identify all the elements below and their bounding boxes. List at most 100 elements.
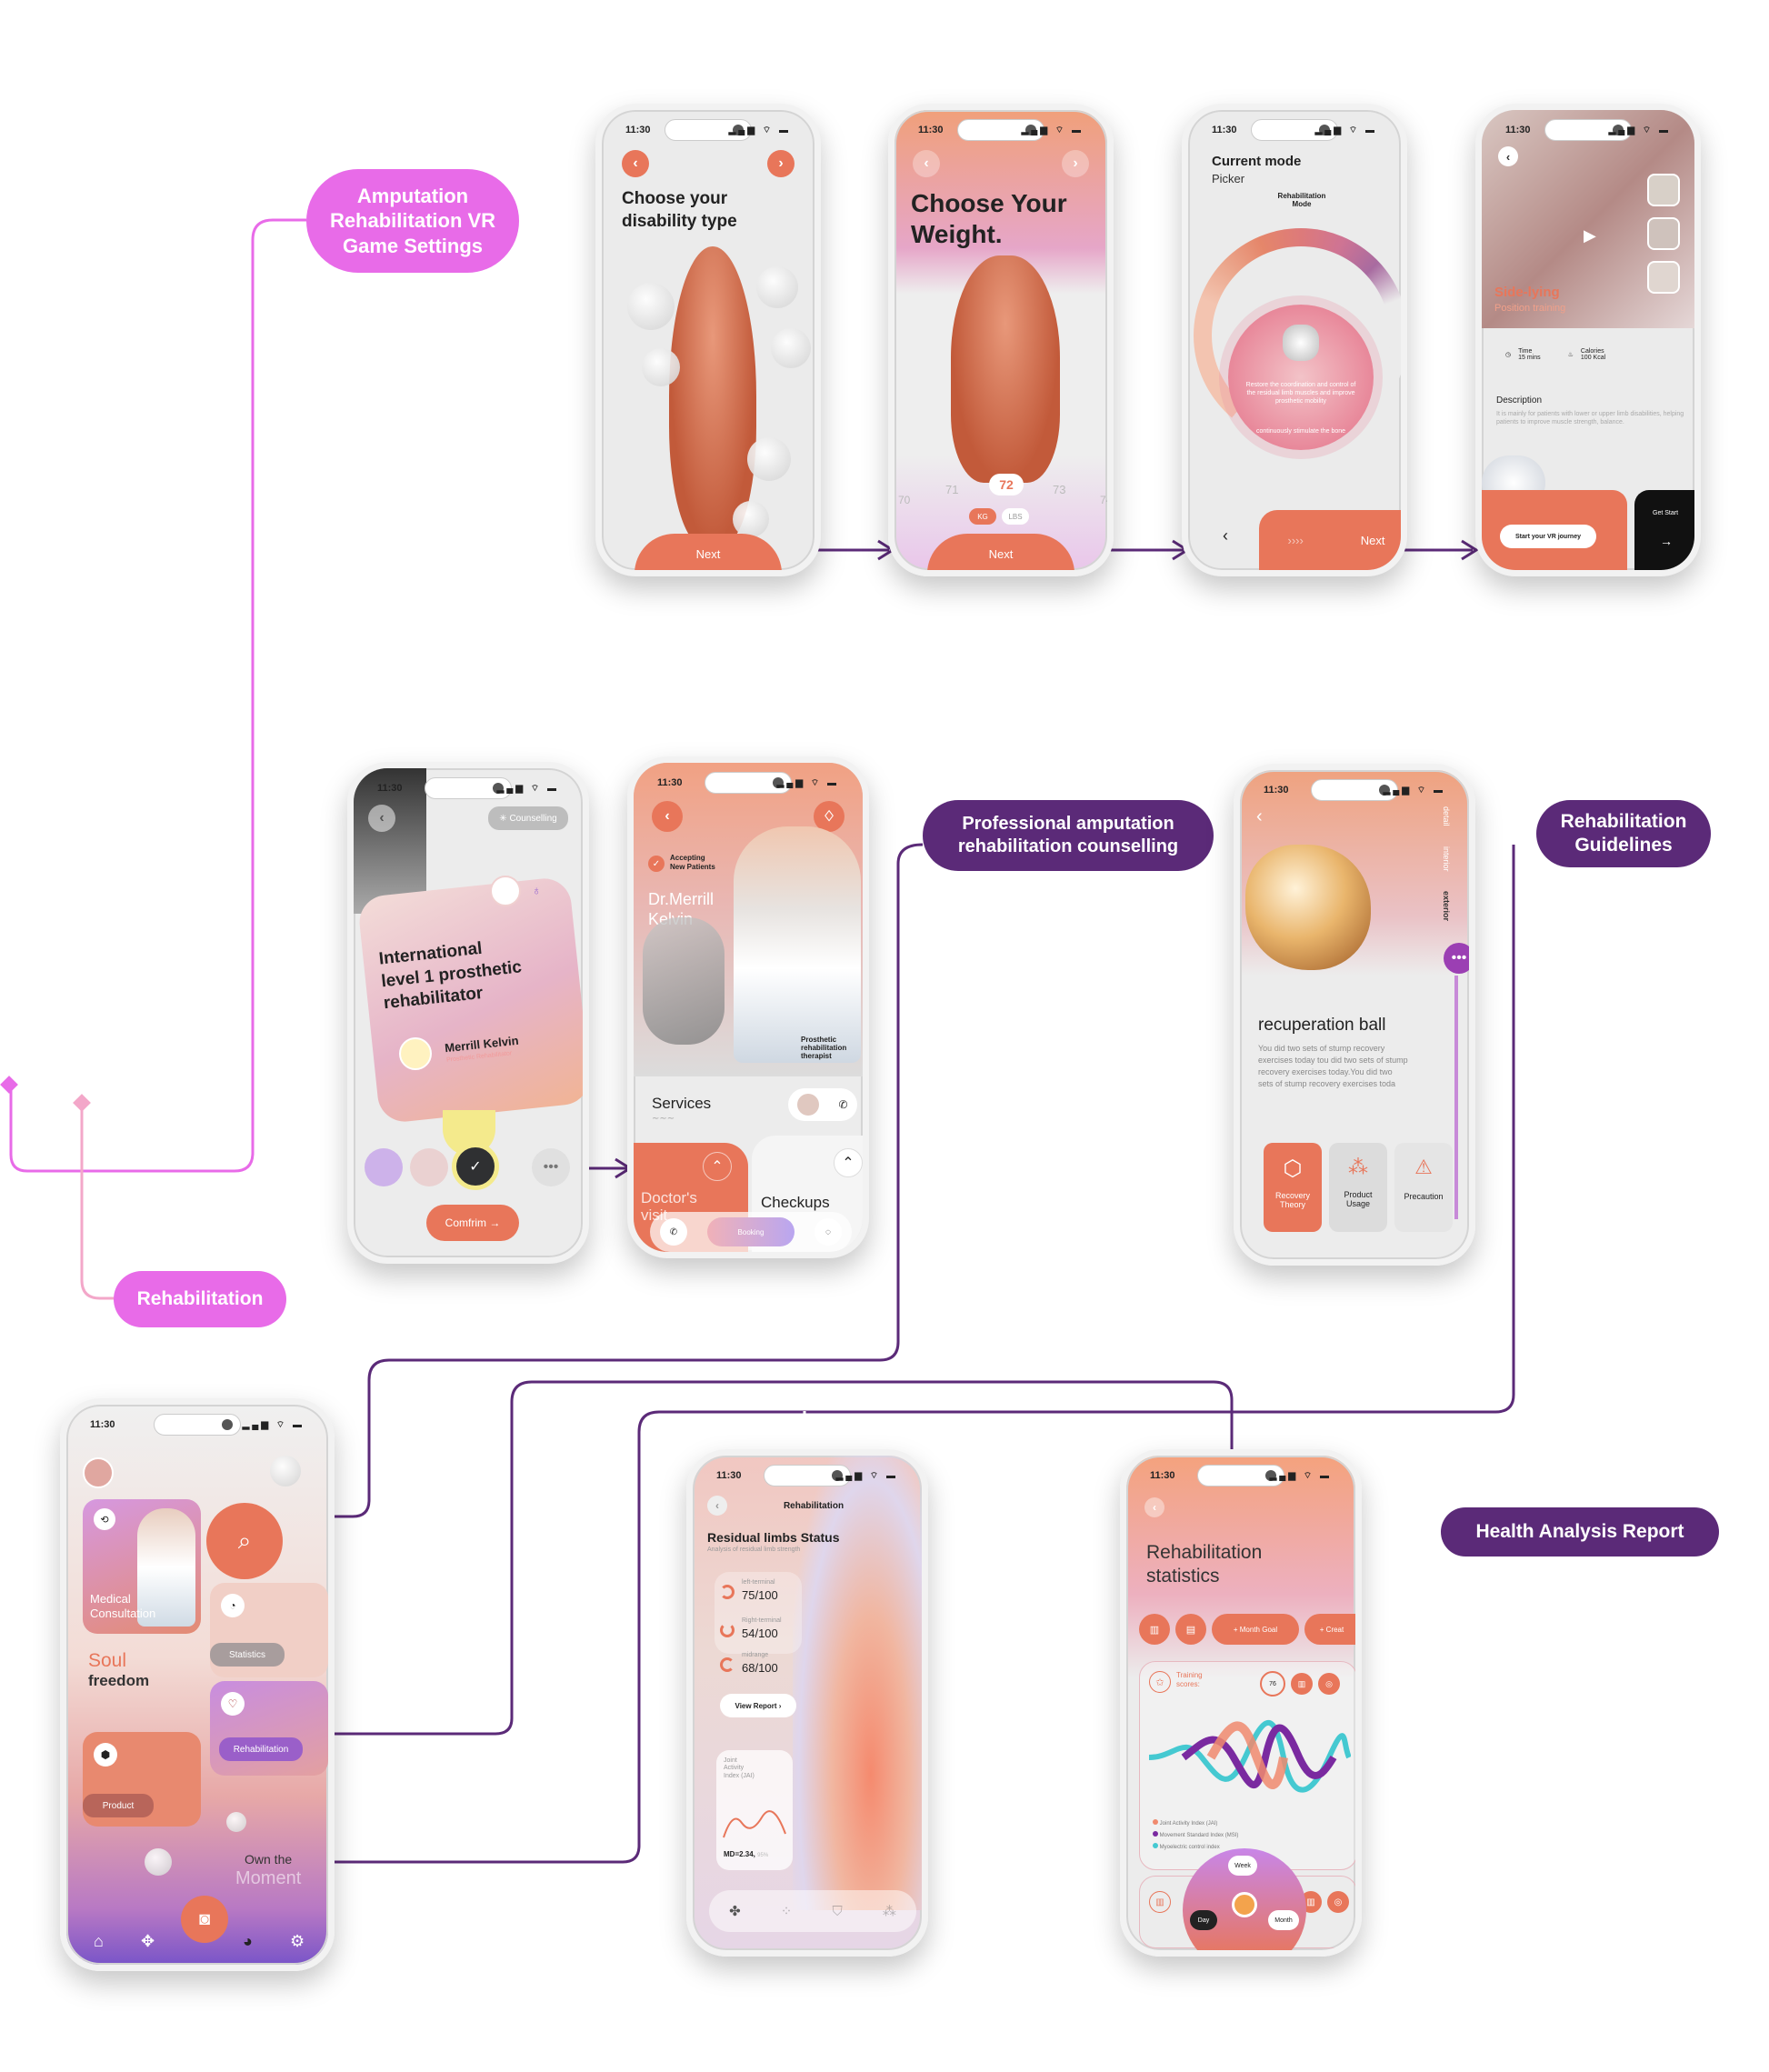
product-tag[interactable]: Product (83, 1794, 154, 1817)
recovery-theory-card[interactable]: ⬡ Recovery Theory (1264, 1143, 1322, 1232)
counselling-badge[interactable]: ✳ Counselling (488, 806, 568, 830)
create-button[interactable]: + Creat (1304, 1614, 1355, 1645)
back-button[interactable]: ‹ (368, 805, 395, 832)
play-icon[interactable]: ▶ (1584, 226, 1596, 245)
back-button[interactable]: ‹ (1144, 1497, 1164, 1517)
thumbnail[interactable] (1647, 261, 1680, 294)
gear-icon[interactable]: ⚙ (290, 1932, 305, 1950)
back-button[interactable]: ‹ (913, 150, 940, 177)
unit-lbs[interactable]: LBS (1002, 508, 1029, 525)
joint-bubble[interactable] (756, 266, 798, 308)
avatar[interactable] (83, 1457, 114, 1488)
weight-selected[interactable]: 72 (989, 474, 1024, 495)
chart-icon[interactable]: ◕ (243, 1932, 253, 1950)
more-doctors-button[interactable]: ••• (532, 1148, 570, 1186)
apps-icon[interactable]: ✤ (729, 1904, 741, 1919)
doctor-avatar-selected[interactable]: ✓ (452, 1143, 499, 1190)
get-start-button[interactable]: Get Start → (1634, 490, 1694, 570)
notification-button[interactable]: ♢ (814, 801, 845, 832)
product-usage-card[interactable]: ⁂ Product Usage (1329, 1143, 1387, 1232)
period-day[interactable]: Day (1190, 1910, 1217, 1930)
back-button[interactable]: ‹ (1498, 146, 1518, 166)
home-icon[interactable]: ⌂ (94, 1932, 104, 1950)
chart-icon[interactable]: ▥ (1149, 1891, 1171, 1913)
target-icon[interactable]: ◎ (1327, 1891, 1349, 1913)
group-icon[interactable]: ⁂ (882, 1904, 896, 1919)
joint-bubble[interactable] (733, 501, 769, 537)
notch (1311, 779, 1398, 801)
forward-button[interactable]: › (767, 150, 795, 177)
more-options-button[interactable]: ••• (1444, 943, 1469, 974)
shield-icon[interactable]: ⛉ (832, 1903, 843, 1919)
booking-button[interactable]: Booking (707, 1217, 795, 1246)
tab-interior[interactable]: interior (1442, 846, 1451, 872)
contact-toggle[interactable]: ✆ (788, 1088, 857, 1121)
chat-icon[interactable]: ◌ (815, 1218, 842, 1246)
medal-icon: ♁ (532, 883, 542, 897)
month-goal-button[interactable]: + Month Goal (1212, 1614, 1299, 1645)
precaution-card[interactable]: ⚠ Precaution (1394, 1143, 1453, 1232)
bottom-action-bar: ✆ Booking ◌ (650, 1212, 852, 1252)
next-button[interactable]: ›››› Next (1259, 510, 1401, 570)
thumbnail[interactable] (1647, 174, 1680, 206)
back-chevron[interactable]: ‹ (1256, 806, 1263, 826)
weight-option[interactable]: 74 (1100, 494, 1113, 506)
chart-icon[interactable]: ▥ (1139, 1614, 1170, 1645)
back-chevron[interactable]: ‹ (1223, 526, 1228, 545)
period-month[interactable]: Month (1268, 1910, 1299, 1930)
search-button[interactable]: ⌕ (206, 1503, 283, 1579)
description-title: Description (1496, 395, 1543, 405)
decor-bubble (270, 1456, 301, 1486)
chevron-up-icon[interactable]: ⌃ (834, 1148, 863, 1177)
jai-card[interactable]: Joint Activity Index (JAI) MD=2.34, 95% (716, 1750, 793, 1870)
target-icon[interactable]: ◎ (1318, 1673, 1340, 1695)
check-icon: ✓ (469, 1159, 482, 1175)
training-label: Training scores: (1176, 1671, 1203, 1688)
weight-option[interactable]: 70 (898, 494, 911, 506)
back-button[interactable]: ‹ (622, 150, 649, 177)
thumbnail[interactable] (1647, 217, 1680, 250)
joint-bubble[interactable] (642, 348, 680, 386)
phone-icon[interactable]: ✆ (660, 1218, 687, 1246)
statistics-card[interactable]: ◔ Statistics (210, 1583, 328, 1677)
view-report-button[interactable]: View Report › (720, 1694, 796, 1717)
period-selector[interactable]: Week Day Month (1183, 1848, 1306, 1950)
warning-icon: ⚠ (1414, 1156, 1433, 1178)
weight-option[interactable]: 73 (1053, 483, 1066, 496)
doctor-avatar[interactable] (365, 1148, 403, 1186)
module-icon[interactable]: ⁘ (780, 1904, 793, 1919)
forward-button[interactable]: › (1062, 150, 1089, 177)
statistics-tag[interactable]: Statistics (210, 1643, 285, 1667)
progress-ring-icon (720, 1585, 735, 1599)
medical-consultation-card[interactable]: ⟲ Medical Consultation (83, 1499, 201, 1634)
product-card[interactable]: ⬢ Product (83, 1732, 201, 1827)
bell-icon: ♢ (822, 809, 836, 825)
page-title: Rehabilitation statistics (1146, 1542, 1263, 1587)
rehabilitation-tag[interactable]: Rehabilitation (219, 1737, 303, 1761)
tab-exterior[interactable]: exterior (1442, 891, 1451, 922)
apps-icon[interactable]: ✥ (141, 1932, 155, 1950)
joint-bubble[interactable] (627, 283, 675, 330)
start-journey-button[interactable]: Start your VR journey (1500, 525, 1596, 548)
weight-option[interactable]: 71 (945, 483, 959, 496)
period-knob[interactable] (1232, 1892, 1257, 1917)
rehabilitation-card[interactable]: ♡ Rehabilitation (210, 1681, 328, 1776)
confirm-button[interactable]: Comfrim → (426, 1205, 519, 1241)
unit-kg[interactable]: KG (969, 508, 996, 525)
tab-detail[interactable]: detail (1442, 806, 1451, 826)
vr-headset-button[interactable]: ◙ (181, 1896, 228, 1943)
back-button[interactable]: ‹ (707, 1496, 727, 1516)
joint-bubble[interactable] (747, 437, 791, 481)
doctor-avatar[interactable] (410, 1148, 448, 1186)
period-week[interactable]: Week (1228, 1856, 1257, 1876)
calendar-icon[interactable]: ▤ (1175, 1614, 1206, 1645)
joint-bubble[interactable] (771, 328, 811, 368)
bar-chart-icon[interactable]: ▥ (1291, 1673, 1313, 1695)
scroll-track[interactable] (1454, 976, 1458, 1219)
back-button[interactable]: ‹ (652, 801, 683, 832)
chevron-up-icon[interactable]: ⌃ (703, 1152, 732, 1181)
notch (665, 119, 752, 141)
weight-picker[interactable]: 70 71 72 73 74 KG LBS (894, 474, 1113, 528)
next-button[interactable]: Next (635, 534, 782, 570)
next-button[interactable]: Next (927, 534, 1074, 570)
